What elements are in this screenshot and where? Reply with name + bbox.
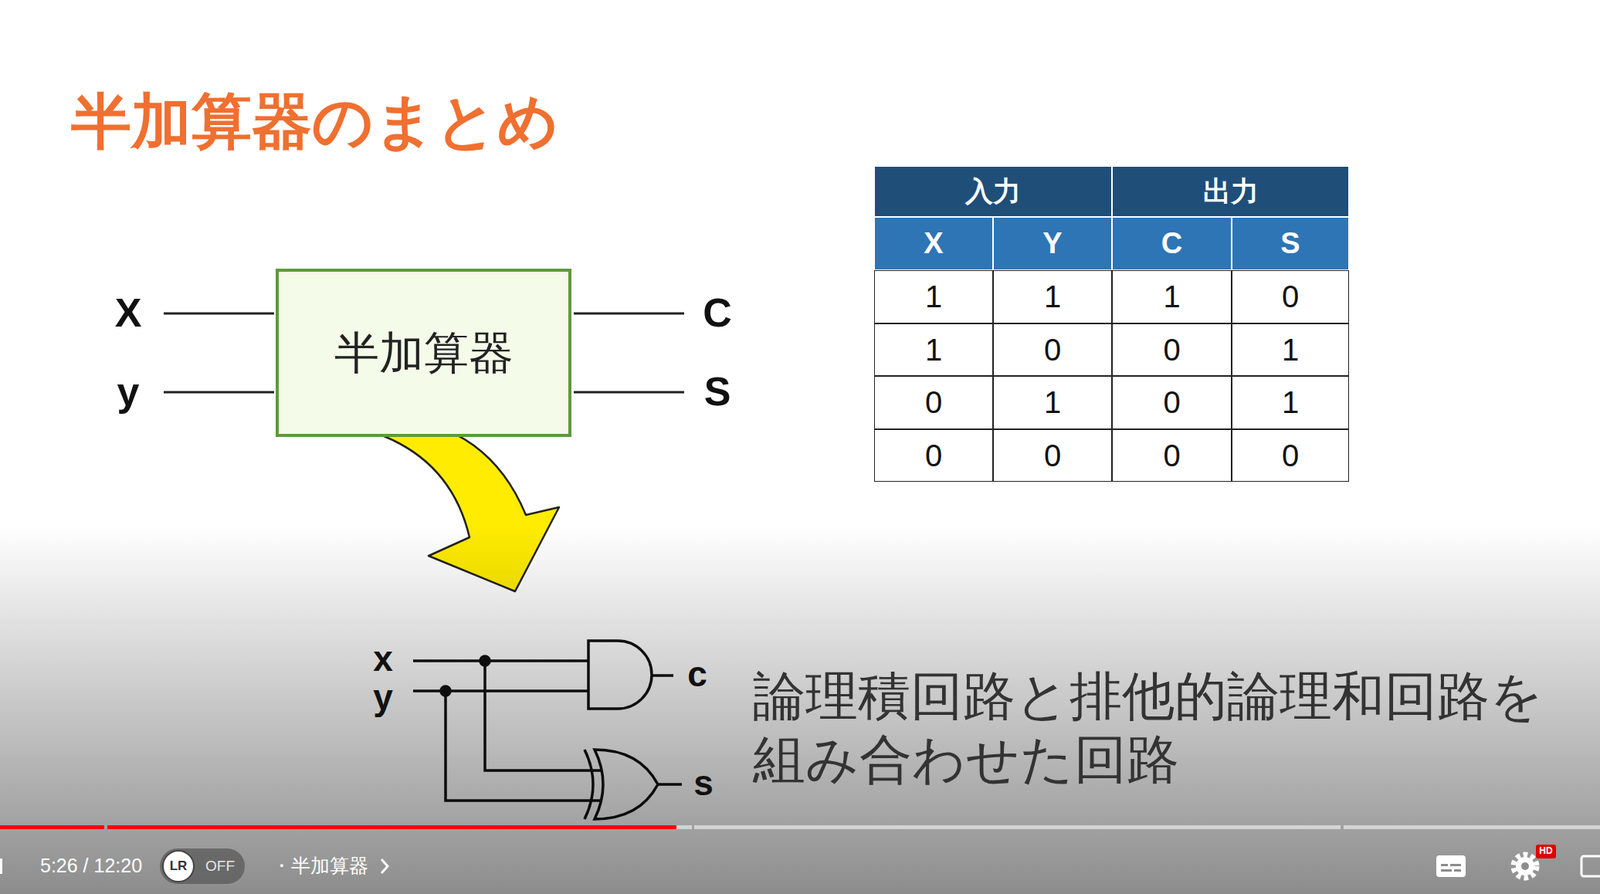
table-cell: 0 — [1111, 323, 1232, 377]
miniplayer-icon — [1581, 856, 1600, 877]
table-cell: 1 — [1231, 376, 1350, 430]
input-wire — [163, 391, 275, 394]
settings-icon — [1513, 854, 1537, 878]
hd-badge — [1535, 844, 1556, 859]
progress-played — [0, 825, 105, 830]
table-subheader: X — [874, 216, 994, 271]
subtitles-icon-line — [1454, 869, 1462, 872]
table-subheader: S — [1231, 216, 1350, 271]
pin-label: X — [105, 286, 152, 341]
pin-label: S — [694, 365, 741, 420]
toggle-state: OFF — [202, 855, 238, 878]
gear-hole — [1521, 862, 1529, 871]
gear-teeth — [1513, 854, 1537, 878]
subtitles-icon — [1436, 855, 1466, 878]
table-cell: 1 — [993, 270, 1112, 324]
pin-label: y — [105, 365, 152, 420]
progress-track — [676, 825, 692, 830]
table-cell: 1 — [874, 323, 994, 377]
progress-track — [694, 825, 1341, 830]
explanation-note: 論理積回路と排他的論理和回路を 組み合わせた回路 — [752, 664, 1591, 796]
table-cell: 1 — [1231, 323, 1350, 377]
block-label: 半加算器 — [334, 328, 514, 378]
cut-icon — [0, 858, 3, 875]
signal-name: s — [686, 759, 721, 807]
chapter-title: ・半加算器 — [271, 852, 380, 881]
table-cell: 0 — [874, 429, 994, 483]
table-cell: 1 — [993, 376, 1112, 430]
lr-icon — [162, 850, 194, 882]
chevron-icon — [381, 859, 388, 874]
lr-icon-text: LR — [163, 854, 194, 878]
subtitles-icon-line — [1440, 864, 1448, 867]
table-cell: 0 — [1111, 376, 1232, 430]
table-cell: 0 — [1111, 429, 1232, 483]
toggle-pill — [159, 848, 245, 885]
output-wire — [573, 391, 685, 394]
output-wire — [573, 312, 685, 316]
table-cell: 0 — [874, 376, 994, 430]
player-shade — [0, 525, 1600, 894]
subtitles-icon-line — [1450, 864, 1462, 867]
progress-played — [107, 825, 677, 830]
signal-name: x — [363, 635, 403, 682]
signal-name: c — [680, 650, 715, 698]
time-display: 5:26 / 12:20 — [40, 853, 176, 880]
table-cell: 0 — [993, 323, 1112, 377]
block-box: 半加算器 — [275, 268, 572, 438]
table-cell: 0 — [1231, 429, 1350, 483]
gear-body — [1515, 857, 1535, 876]
subtitles-icon-line — [1440, 869, 1452, 872]
table-header: 入力 — [874, 166, 1112, 217]
table-cell: 0 — [993, 429, 1112, 483]
progress-bar — [0, 825, 1600, 830]
table-cell: 1 — [874, 270, 994, 324]
table-header: 出力 — [1111, 166, 1350, 217]
table-cell: 0 — [1231, 270, 1350, 324]
slide-title: 半加算器のまとめ — [71, 91, 560, 152]
subtitles-icon-body — [1436, 855, 1466, 878]
hd-badge-text: HD — [1535, 844, 1556, 859]
progress-track — [1343, 825, 1600, 830]
table-subheader: Y — [993, 216, 1112, 271]
input-wire — [163, 312, 275, 316]
pin-label: C — [694, 286, 741, 341]
signal-name: y — [363, 674, 403, 721]
table-cell: 1 — [1111, 270, 1232, 324]
table-subheader: C — [1111, 216, 1232, 271]
